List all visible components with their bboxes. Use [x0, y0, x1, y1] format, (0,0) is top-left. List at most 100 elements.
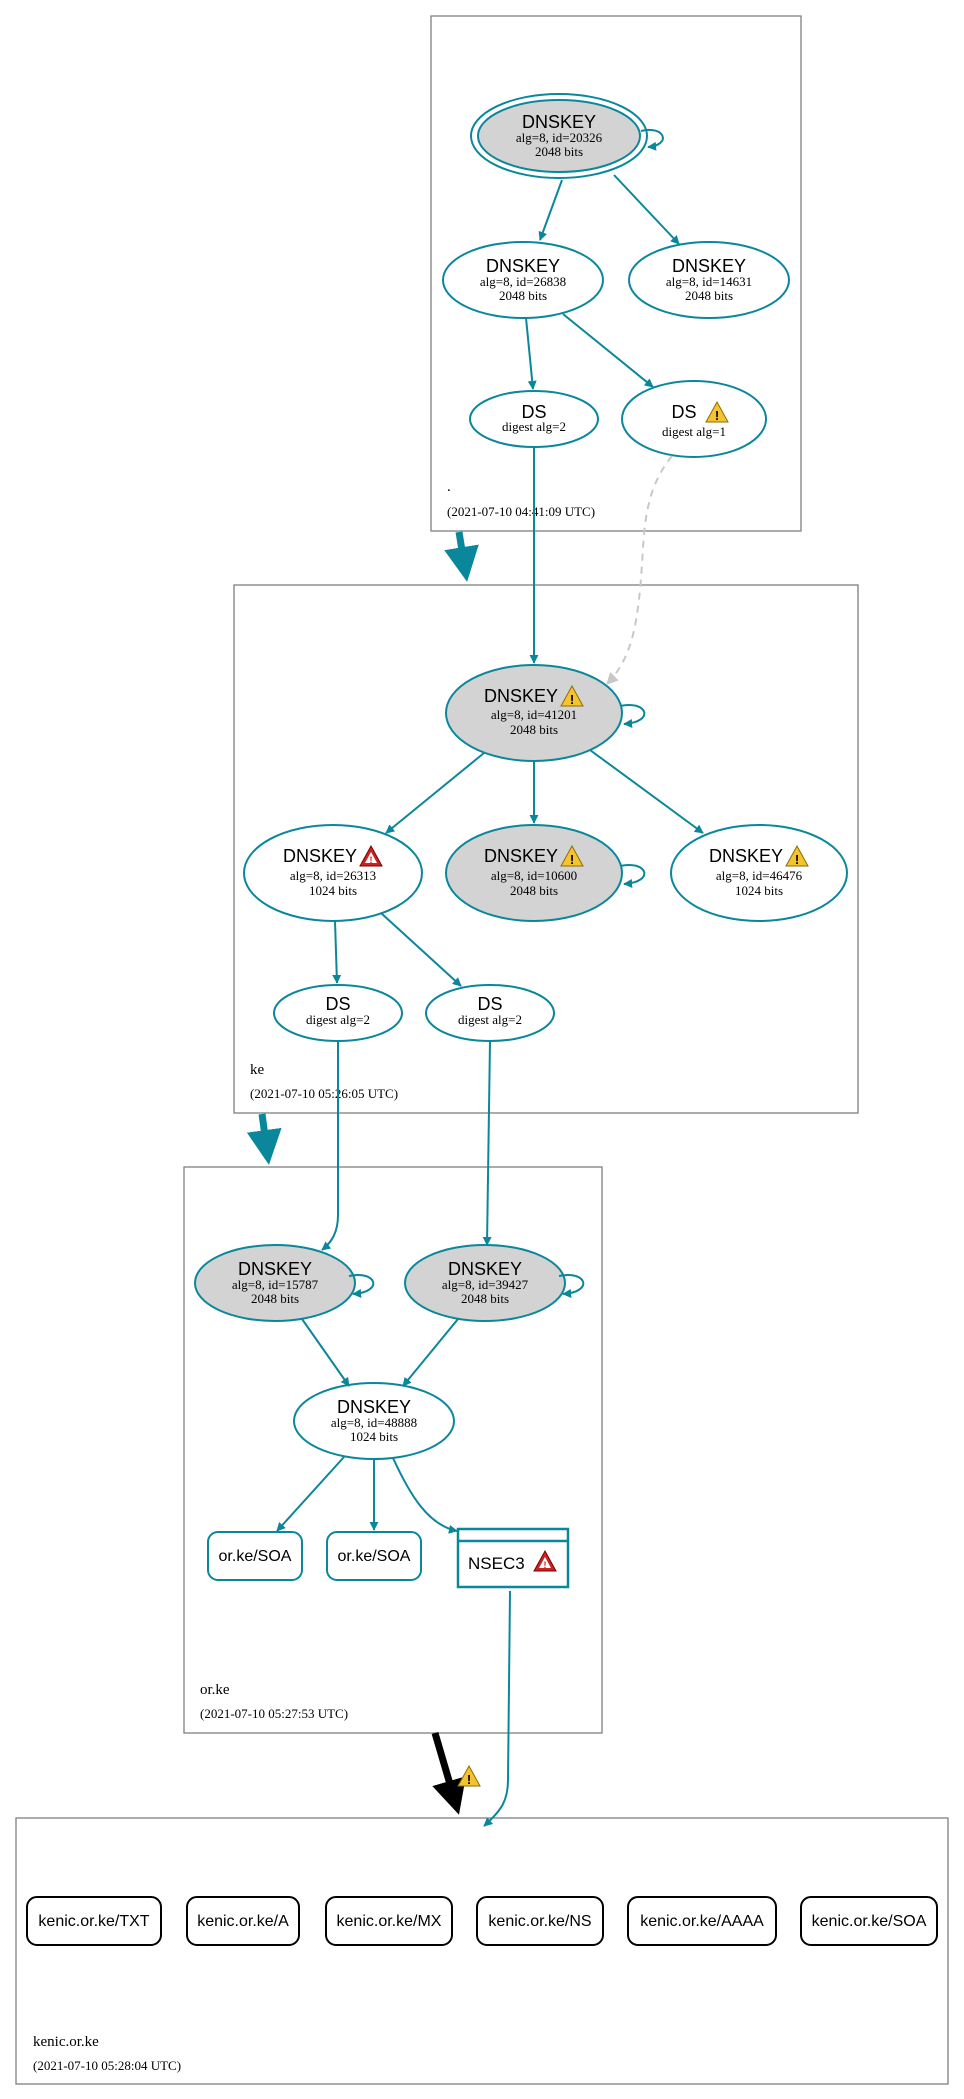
- node-alg-id: alg=8, id=46476: [716, 868, 803, 883]
- zone-name: .: [447, 479, 451, 495]
- node-key-size: 2048 bits: [510, 722, 558, 737]
- sign-edge: [562, 313, 654, 388]
- svg-text:!: !: [370, 855, 373, 865]
- node-title: DS: [521, 402, 546, 422]
- node-title: DNSKEY: [283, 846, 357, 866]
- node-key-size: 1024 bits: [735, 883, 783, 898]
- node-title: DNSKEY: [238, 1259, 312, 1279]
- ke-dnskey-26313: DNSKEY ! alg=8, id=26313 1024 bits: [243, 824, 423, 922]
- svg-text:!: !: [467, 1772, 471, 1787]
- warning-icon: !: [705, 400, 729, 423]
- warning-icon: !: [457, 1764, 481, 1787]
- self-sign-edge: [640, 128, 664, 151]
- rrset-kenic-aaaa: kenic.or.ke/AAAA: [627, 1896, 777, 1946]
- delegation-arrow: [431, 1732, 466, 1815]
- zone-orke: DNSKEY alg=8, id=15787 2048 bits DNSKEY …: [183, 1166, 603, 1734]
- zone-timestamp: (2021-07-10 05:28:04 UTC): [33, 2058, 181, 2073]
- rrset-label: kenic.or.ke/A: [197, 1913, 289, 1930]
- rrset-kenic-soa: kenic.or.ke/SOA: [800, 1896, 938, 1946]
- zone-timestamp: (2021-07-10 05:27:53 UTC): [200, 1706, 348, 1721]
- delegation-arrow: [444, 531, 479, 582]
- node-digest: digest alg=2: [502, 419, 566, 434]
- ds-to-dnskey-edge: [321, 1041, 339, 1251]
- node-alg-id: alg=8, id=39427: [442, 1277, 529, 1292]
- zone-name: or.ke: [200, 1682, 230, 1698]
- node-digest: digest alg=2: [458, 1012, 522, 1027]
- root-ds-alg2: DS digest alg=2: [469, 390, 599, 448]
- node-digest: digest alg=1: [662, 424, 726, 439]
- ke-dnskey-41201: DNSKEY ! alg=8, id=41201 2048 bits: [445, 664, 623, 762]
- ke-dnskey-10600: DNSKEY ! alg=8, id=10600 2048 bits: [445, 824, 623, 922]
- error-icon: !: [533, 1549, 557, 1572]
- node-key-size: 1024 bits: [350, 1429, 398, 1444]
- rrset-label: kenic.or.ke/TXT: [38, 1913, 149, 1930]
- sign-edge: [538, 179, 563, 241]
- node-title: DNSKEY: [486, 256, 560, 276]
- sign-edge: [385, 752, 485, 834]
- svg-text:!: !: [544, 1560, 547, 1570]
- rrset-label: kenic.or.ke/NS: [488, 1913, 591, 1930]
- orke-rrset-soa-b: or.ke/SOA: [326, 1531, 422, 1581]
- node-alg-id: alg=8, id=10600: [491, 868, 577, 883]
- sign-edge: [589, 749, 704, 834]
- self-sign-edge: [619, 703, 646, 728]
- node-key-size: 2048 bits: [499, 288, 547, 303]
- zone-kenic: kenic.or.ke/TXT kenic.or.ke/A kenic.or.k…: [15, 1817, 949, 2085]
- zone-timestamp: (2021-07-10 04:41:09 UTC): [447, 504, 595, 519]
- node-digest: digest alg=2: [306, 1012, 370, 1027]
- node-title: DNSKEY: [672, 256, 746, 276]
- node-title: DS: [325, 994, 350, 1014]
- node-title: DNSKEY: [337, 1397, 411, 1417]
- node-key-size: 2048 bits: [251, 1291, 299, 1306]
- orke-dnskey-39427: DNSKEY alg=8, id=39427 2048 bits: [404, 1244, 566, 1322]
- ke-dnskey-46476: DNSKEY ! alg=8, id=46476 1024 bits: [670, 824, 848, 922]
- svg-text:!: !: [570, 852, 574, 867]
- sign-edge: [380, 912, 462, 987]
- zone-ke: DNSKEY ! alg=8, id=41201 2048 bits DNSKE…: [233, 584, 859, 1114]
- node-key-size: 1024 bits: [309, 883, 357, 898]
- root-dnskey-26838: DNSKEY alg=8, id=26838 2048 bits: [442, 241, 604, 319]
- warning-icon: !: [785, 844, 809, 867]
- warning-icon: !: [560, 844, 584, 867]
- node-alg-id: alg=8, id=15787: [232, 1277, 319, 1292]
- rrset-label: or.ke/SOA: [338, 1548, 411, 1565]
- nsec3-proof-edge: [483, 1590, 511, 1827]
- sign-edge: [392, 1457, 458, 1534]
- node-title: DS: [477, 994, 502, 1014]
- node-key-size: 2048 bits: [461, 1291, 509, 1306]
- sign-edge: [301, 1318, 350, 1387]
- zone-name: ke: [250, 1062, 265, 1078]
- nsec3-label: NSEC3: [468, 1554, 525, 1573]
- node-alg-id: alg=8, id=26313: [290, 868, 376, 883]
- node-alg-id: alg=8, id=20326: [516, 130, 603, 145]
- rrset-kenic-a: kenic.or.ke/A: [186, 1896, 300, 1946]
- svg-text:!: !: [715, 408, 719, 423]
- sign-edge: [402, 1318, 459, 1387]
- rrset-kenic-mx: kenic.or.ke/MX: [325, 1896, 453, 1946]
- self-sign-edge: [619, 863, 646, 888]
- node-alg-id: alg=8, id=26838: [480, 274, 566, 289]
- sign-edge: [276, 1456, 345, 1532]
- svg-text:!: !: [795, 852, 799, 867]
- node-title: DNSKEY: [448, 1259, 522, 1279]
- ke-ds-b: DS digest alg=2: [425, 984, 555, 1042]
- root-ds-alg1: DS ! digest alg=1: [621, 380, 767, 458]
- orke-dnskey-48888: DNSKEY alg=8, id=48888 1024 bits: [293, 1382, 455, 1460]
- zone-kenic-box: [15, 1817, 949, 2085]
- zone-timestamp: (2021-07-10 05:26:05 UTC): [250, 1086, 398, 1101]
- orke-nsec3: NSEC3 !: [456, 1527, 570, 1589]
- orke-rrset-soa-a: or.ke/SOA: [207, 1531, 303, 1581]
- orke-dnskey-15787: DNSKEY alg=8, id=15787 2048 bits: [194, 1244, 356, 1322]
- error-icon: !: [359, 844, 383, 867]
- zone-name: kenic.or.ke: [33, 2034, 99, 2050]
- rrset-label: kenic.or.ke/AAAA: [640, 1913, 764, 1930]
- rrset-label: kenic.or.ke/MX: [337, 1913, 442, 1930]
- warning-icon: !: [560, 684, 584, 707]
- node-key-size: 2048 bits: [535, 144, 583, 159]
- ds-to-dnskey-dashed-edge: [606, 455, 673, 685]
- ke-ds-a: DS digest alg=2: [273, 984, 403, 1042]
- rrset-kenic-ns: kenic.or.ke/NS: [476, 1896, 604, 1946]
- delegation-arrow: [246, 1113, 282, 1165]
- svg-text:!: !: [570, 692, 574, 707]
